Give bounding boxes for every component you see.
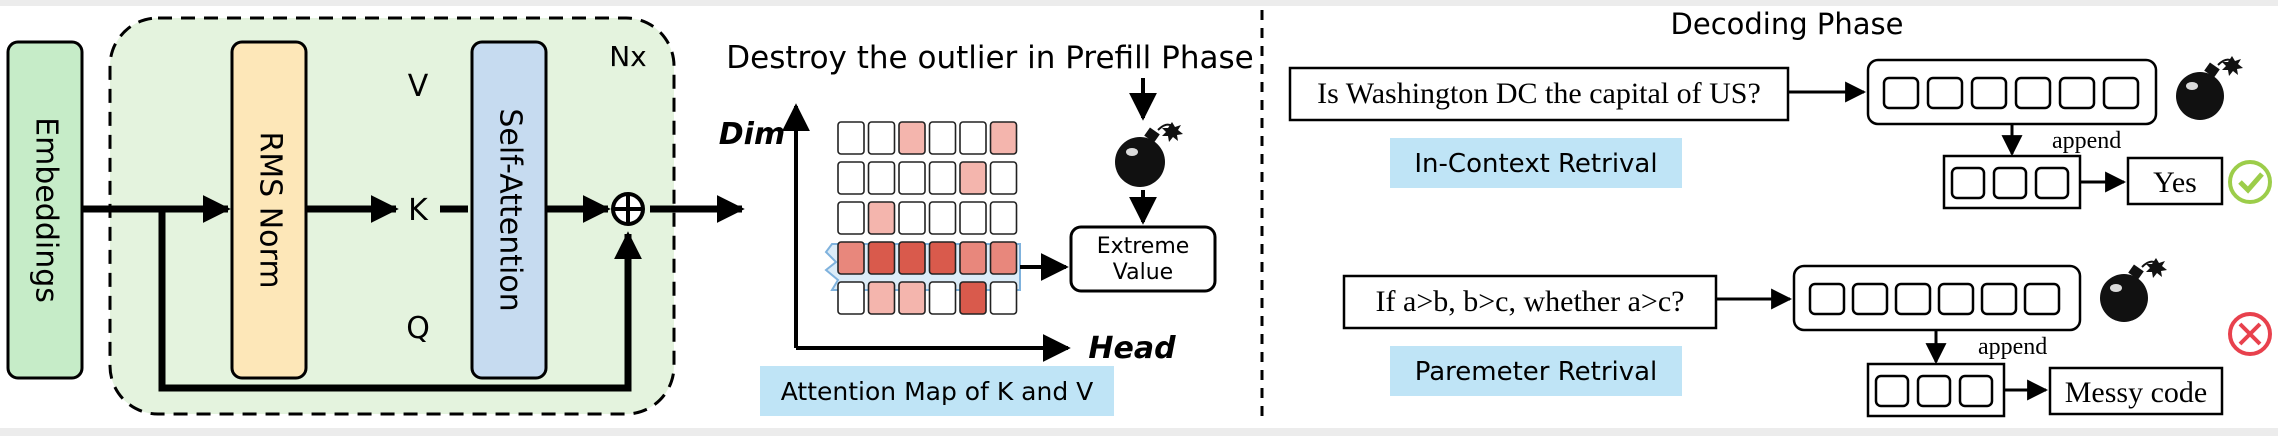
heatmap-cell bbox=[867, 281, 896, 315]
nx-label: Nx bbox=[609, 40, 647, 73]
heatmap-cell bbox=[867, 241, 896, 275]
attention-map-caption: Attention Map of K and V bbox=[781, 377, 1094, 406]
heatmap-cell bbox=[928, 161, 957, 195]
append-label-2: append bbox=[1978, 334, 2047, 360]
label-1: In-Context Retrival bbox=[1414, 149, 1657, 179]
residual-connection bbox=[158, 209, 642, 392]
append-cells-1 bbox=[1950, 166, 2070, 200]
answer-box-2 bbox=[2048, 366, 2224, 416]
heatmap-cell bbox=[959, 121, 987, 155]
heatmap-cell bbox=[989, 161, 1018, 195]
heatmap-cell bbox=[928, 201, 957, 235]
label-bg-1 bbox=[1390, 138, 1682, 188]
token-cells-2 bbox=[1808, 282, 2061, 316]
token-cells-1 bbox=[1882, 76, 2140, 110]
heatmap-cell bbox=[867, 121, 896, 155]
heatmap-cell bbox=[959, 201, 987, 235]
question-1: Is Washington DC the capital of US? bbox=[1317, 77, 1761, 110]
token-cell bbox=[1970, 76, 2008, 110]
token-cell bbox=[1980, 282, 2018, 316]
token-cell bbox=[2102, 76, 2140, 110]
repeat-block-frame bbox=[108, 16, 676, 416]
extreme-value-box bbox=[1069, 225, 1217, 293]
attention-map-caption-bg bbox=[760, 366, 1114, 416]
top-strip bbox=[0, 0, 2278, 6]
append-label-1: append bbox=[2052, 128, 2121, 154]
q-label: Q bbox=[406, 311, 430, 346]
heatmap-cell bbox=[989, 281, 1018, 315]
append-cells-2 bbox=[1874, 374, 1994, 408]
token-cell bbox=[2023, 282, 2061, 316]
extreme-value-line1: Extreme bbox=[1097, 234, 1190, 259]
heatmap-cell bbox=[989, 241, 1018, 275]
heatmap-cell bbox=[837, 241, 865, 275]
transformer-block: Nx Embeddings RMS Norm Self-Attention V … bbox=[6, 16, 745, 416]
heatmap-cell bbox=[867, 161, 896, 195]
decoding-panel: Decoding Phase Is Washington DC the capi… bbox=[1288, 7, 2272, 418]
token-cell bbox=[1851, 282, 1889, 316]
heatmap-cell bbox=[837, 201, 865, 235]
token-cell bbox=[2058, 76, 2096, 110]
heatmap-cell bbox=[837, 161, 865, 195]
check-icon bbox=[2228, 160, 2272, 204]
prefill-title: Destroy the outlier in Prefill Phase bbox=[726, 40, 1253, 76]
self-attention-label: Self-Attention bbox=[493, 108, 528, 311]
bomb-icon bbox=[2100, 258, 2167, 322]
rms-norm-label: RMS Norm bbox=[253, 131, 288, 288]
answer-box-1 bbox=[2126, 156, 2224, 206]
token-cell bbox=[1882, 76, 1920, 110]
heatmap-cell bbox=[867, 201, 896, 235]
answer-2: Messy code bbox=[2065, 376, 2207, 409]
bomb-icon bbox=[1115, 122, 1183, 187]
heatmap-cell bbox=[928, 281, 957, 315]
label-2: Paremeter Retrival bbox=[1415, 357, 1658, 387]
heatmap-cell bbox=[898, 281, 926, 315]
token-cell bbox=[1992, 166, 2028, 200]
dim-label: Dim bbox=[719, 117, 785, 152]
token-cell bbox=[1950, 166, 1986, 200]
token-cell bbox=[1937, 282, 1975, 316]
question-2: If a>b, b>c, whether a>c? bbox=[1376, 285, 1685, 318]
heatmap-cell bbox=[837, 281, 865, 315]
bottom-strip bbox=[0, 428, 2278, 436]
heatmap-cell bbox=[898, 201, 926, 235]
token-cell bbox=[2014, 76, 2052, 110]
token-cell bbox=[2034, 166, 2070, 200]
heatmap-cell bbox=[898, 161, 926, 195]
answer-1: Yes bbox=[2153, 166, 2197, 199]
token-cell bbox=[1808, 282, 1846, 316]
v-label: V bbox=[408, 69, 429, 104]
heatmap-cell bbox=[959, 161, 987, 195]
prefill-panel: Destroy the outlier in Prefill Phase Dim… bbox=[719, 40, 1254, 416]
heatmap-cell bbox=[928, 241, 957, 275]
heatmap-cell bbox=[898, 121, 926, 155]
token-cell bbox=[1916, 374, 1952, 408]
heatmap-cell bbox=[928, 121, 957, 155]
question-box-2 bbox=[1342, 274, 1718, 330]
heatmap-cell bbox=[898, 241, 926, 275]
heatmap-cell bbox=[837, 121, 865, 155]
token-cell bbox=[1926, 76, 1964, 110]
label-bg-2 bbox=[1390, 346, 1682, 396]
heatmap-cell bbox=[989, 121, 1018, 155]
k-label: K bbox=[408, 193, 429, 228]
decoding-title: Decoding Phase bbox=[1671, 7, 1904, 41]
extreme-value-line2: Value bbox=[1113, 260, 1173, 285]
heatmap-cell bbox=[959, 241, 987, 275]
attention-heatmap bbox=[837, 121, 1018, 315]
token-cell bbox=[1894, 282, 1932, 316]
heatmap-cell bbox=[959, 281, 987, 315]
head-label: Head bbox=[1088, 331, 1176, 366]
token-cell bbox=[1874, 374, 1910, 408]
cross-icon bbox=[2228, 312, 2272, 356]
bomb-icon bbox=[2176, 56, 2243, 120]
embeddings-label: Embeddings bbox=[29, 117, 64, 303]
question-box-1 bbox=[1288, 66, 1790, 122]
token-cell bbox=[1958, 374, 1994, 408]
heatmap-cell bbox=[989, 201, 1018, 235]
